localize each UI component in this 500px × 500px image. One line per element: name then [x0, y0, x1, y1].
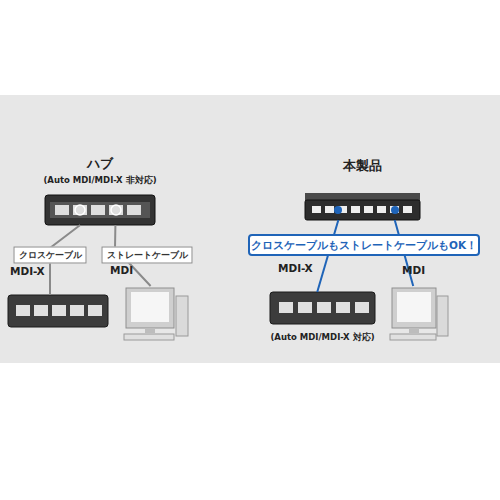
cable-label: クロスケーブル	[14, 247, 87, 264]
device-label: (Auto MDI/MDI-X 対応)	[250, 332, 395, 344]
device-label: 本製品	[305, 157, 420, 175]
network-cable	[317, 220, 338, 292]
device-node: MDI	[390, 286, 448, 340]
device-label: ハブ	[25, 155, 175, 173]
switch-device	[8, 295, 108, 327]
device-label: MDI-X	[278, 262, 358, 274]
device-label: (Auto MDI/MDI-X 非対応)	[25, 175, 175, 187]
device-node: 本製品	[305, 193, 420, 220]
device-label: MDI	[402, 264, 452, 276]
switch-device	[270, 292, 375, 324]
hub-device	[45, 195, 155, 225]
cable-label: ストレートケーブル	[102, 247, 193, 264]
device-node: MDI	[125, 286, 189, 340]
device-node: MDI-X(Auto MDI/MDI-X 対応)	[270, 292, 375, 324]
device-label: MDI	[110, 264, 170, 276]
product-switch	[305, 193, 420, 220]
device-label: MDI-X	[10, 265, 90, 277]
pc-illustration	[124, 288, 188, 340]
background-panel	[0, 95, 500, 363]
pc-illustration	[390, 288, 448, 340]
device-node: ハブ(Auto MDI/MDI-X 非対応)	[45, 195, 155, 225]
compatibility-banner: クロスケーブルもストレートケーブルもOK！	[248, 234, 480, 256]
device-node: MDI-X	[8, 295, 108, 327]
